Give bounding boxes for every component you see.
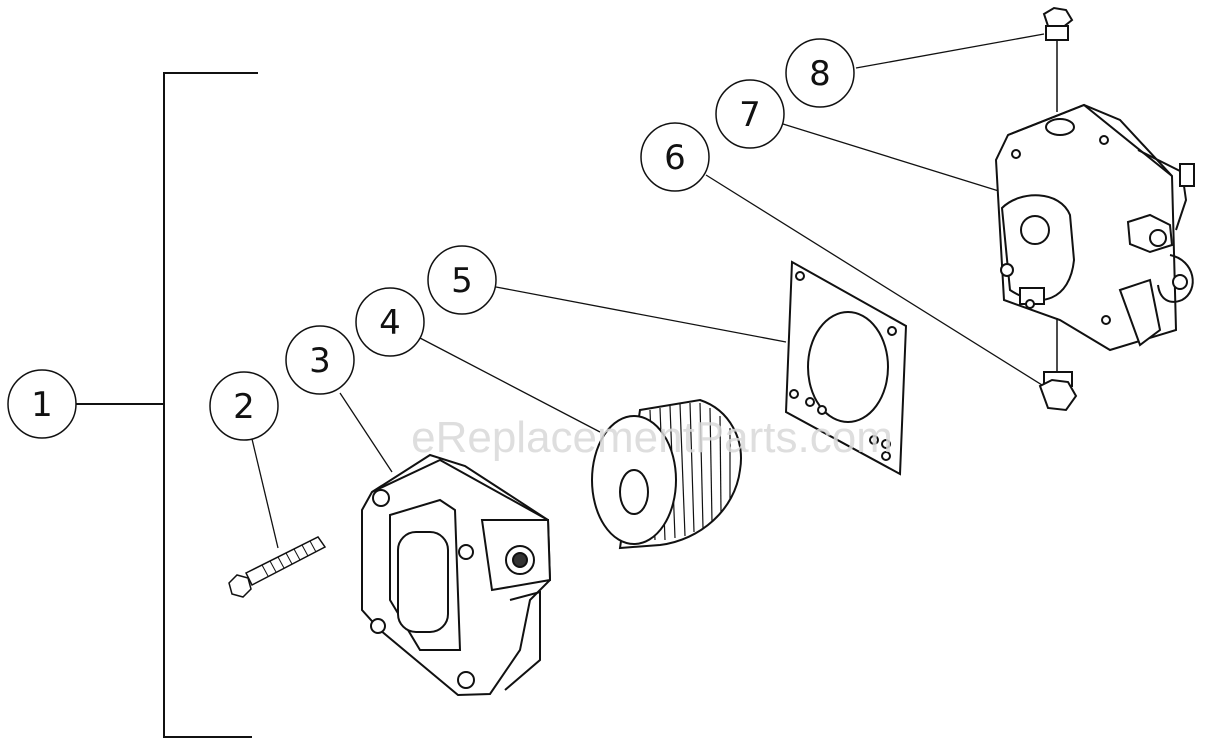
pump-body-part xyxy=(994,6,1195,412)
leader-lines xyxy=(251,33,1051,549)
callout-7: 7 xyxy=(715,79,785,149)
gasket-plate-part xyxy=(784,260,908,476)
callout-2: 2 xyxy=(209,371,279,441)
callout-label: 3 xyxy=(309,341,331,381)
callout-label: 5 xyxy=(451,261,473,301)
callout-3: 3 xyxy=(285,325,355,395)
callout-8: 8 xyxy=(785,38,855,108)
callout-6: 6 xyxy=(640,122,710,192)
bolt-part xyxy=(228,536,327,598)
callout-label: 6 xyxy=(664,138,686,178)
assembly-bracket xyxy=(76,72,258,738)
callout-label: 4 xyxy=(379,303,401,343)
filter-element-part xyxy=(591,398,742,550)
callout-label: 2 xyxy=(233,387,255,427)
filter-housing-part xyxy=(361,453,552,697)
callout-1: 1 xyxy=(7,369,77,439)
callout-5: 5 xyxy=(427,245,497,315)
callout-4: 4 xyxy=(355,287,425,357)
callout-label: 8 xyxy=(809,54,831,94)
watermark-text: eReplacementParts.com xyxy=(411,413,893,462)
callout-label: 1 xyxy=(31,385,53,425)
callout-label: 7 xyxy=(739,95,761,135)
